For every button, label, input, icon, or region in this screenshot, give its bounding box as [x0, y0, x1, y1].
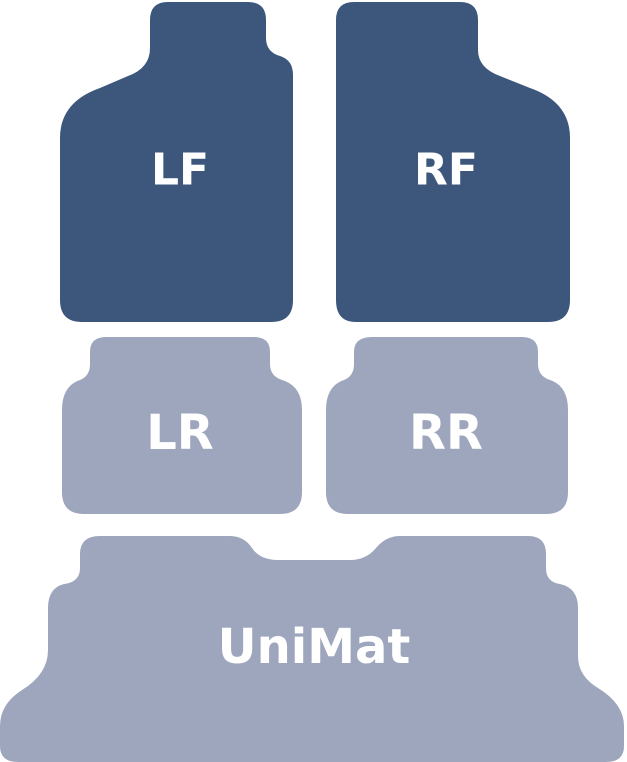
mat-right-rear: RR: [326, 337, 568, 514]
mat-right-rear-shape: [326, 337, 568, 514]
mat-right-front-shape: [336, 2, 570, 322]
mat-left-front-label: LF: [151, 145, 209, 196]
mat-unimat-shape: [0, 536, 624, 762]
mat-left-front: LF: [60, 2, 293, 322]
mat-unimat-label: UniMat: [218, 619, 411, 675]
mat-left-rear-label: LR: [146, 405, 214, 461]
mat-left-rear: LR: [62, 337, 302, 514]
mat-right-front-label: RF: [414, 145, 478, 196]
mat-left-front-shape: [60, 2, 293, 322]
mat-left-rear-shape: [62, 337, 302, 514]
mat-right-front: RF: [336, 2, 570, 322]
mat-right-rear-label: RR: [409, 405, 483, 461]
mat-unimat: UniMat: [0, 536, 624, 762]
